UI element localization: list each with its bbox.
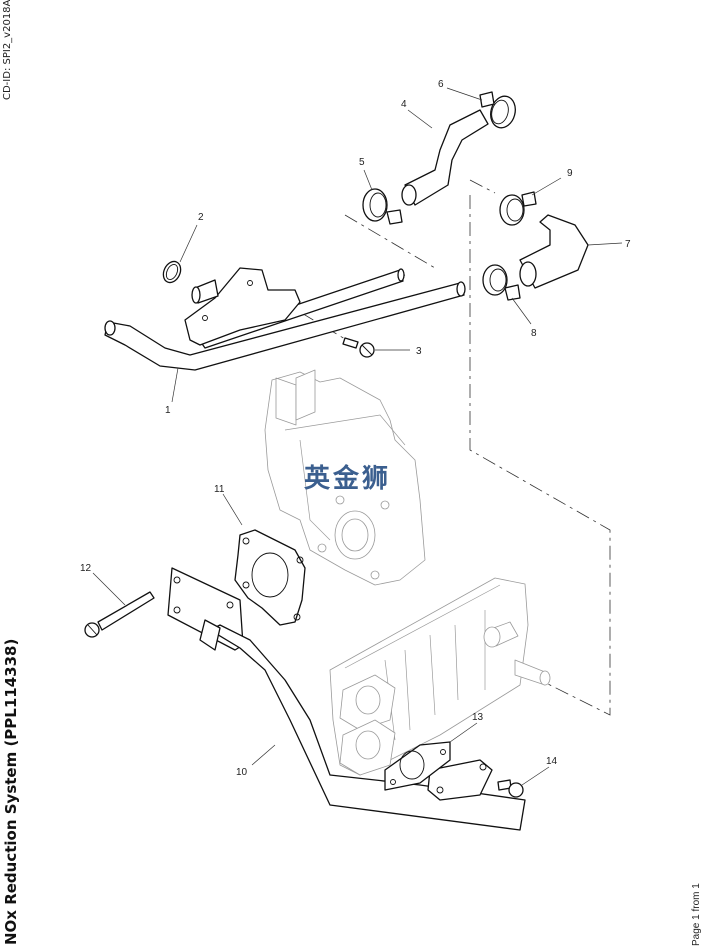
part-7-hose [519, 214, 589, 289]
part-5-hose-clamp [362, 188, 403, 225]
part-11-gasket [234, 529, 306, 626]
part-12-bolt [84, 591, 155, 638]
callout-7: 7 [625, 239, 631, 250]
part-9-hose-clamp [499, 191, 537, 226]
egr-cooler-ghost [329, 577, 551, 776]
callout-5: 5 [359, 157, 365, 168]
part-4-hose [401, 109, 489, 206]
egr-valve-ghost [264, 369, 426, 586]
callout-labels: 1 2 3 4 5 6 7 8 9 10 11 12 13 14 [80, 79, 631, 778]
callout-9: 9 [567, 168, 573, 179]
callout-2: 2 [198, 212, 204, 223]
callout-14: 14 [546, 756, 558, 767]
part-14-bolt [497, 779, 524, 798]
watermark-logo: 英金狮 [304, 464, 392, 494]
part-13-gasket [384, 741, 451, 791]
callout-12: 12 [80, 563, 92, 574]
callout-8: 8 [531, 328, 537, 339]
callout-3: 3 [416, 346, 422, 357]
callout-13: 13 [472, 712, 484, 723]
part-3-bolt [342, 337, 375, 358]
callout-1: 1 [165, 405, 171, 416]
part-8-hose-clamp [482, 264, 521, 301]
callout-4: 4 [401, 99, 407, 110]
part-2-o-ring [162, 260, 182, 284]
callout-10: 10 [236, 767, 248, 778]
callout-11: 11 [214, 484, 225, 495]
leader-lines [92, 87, 623, 786]
part-10-egr-pipe [167, 567, 526, 831]
part-6-hose-clamp [479, 91, 516, 129]
part-1-coolant-pipe [104, 267, 466, 371]
callout-6: 6 [438, 79, 444, 90]
